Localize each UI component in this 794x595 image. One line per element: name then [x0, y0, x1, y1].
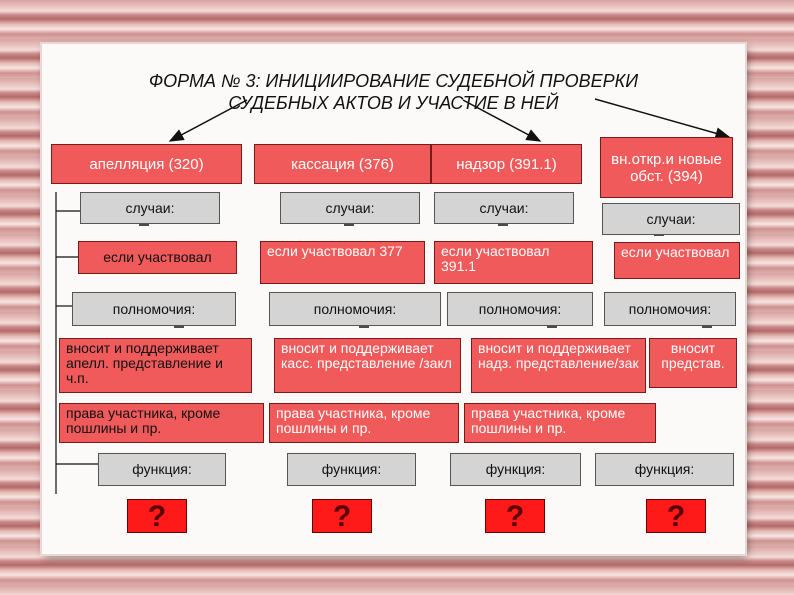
function-new-circumstances: функция:: [595, 453, 734, 486]
participant-new-circumstances: если участвовал: [614, 242, 740, 279]
action-supervision: вносит и поддерживает надз. представлени…: [471, 338, 646, 393]
cases-supervision: случаи:: [434, 192, 574, 224]
powers-supervision: полномочия:: [447, 292, 593, 326]
arrow-to-new-circumstances: [594, 98, 731, 140]
rights-cassation: права участника, кроме пошлины и пр.: [269, 403, 459, 443]
powers-cassation: полномочия:: [269, 292, 441, 326]
header-supervision: надзор (391.1): [431, 144, 582, 184]
question-appeal: ?: [127, 499, 187, 533]
function-appeal: функция:: [98, 453, 226, 486]
powers-appeal: полномочия:: [72, 292, 236, 326]
rights-supervision: права участника, кроме пошлины и пр.: [464, 403, 656, 443]
arrow-to-supervision: [462, 99, 542, 142]
function-supervision: функция:: [450, 453, 581, 486]
cases-new-circumstances: случаи:: [602, 203, 740, 235]
title-line-1: ФОРМА № 3: ИНИЦИИРОВАНИЕ СУДЕБНОЙ ПРОВЕР…: [148, 71, 639, 91]
header-cassation: кассация (376): [254, 144, 431, 184]
powers-new-circumstances: полномочия:: [604, 292, 736, 326]
cases-cassation: случаи:: [280, 192, 420, 224]
cases-appeal: случаи:: [80, 192, 220, 224]
action-new-circumstances: вносит представ.: [649, 338, 737, 388]
header-new-circumstances: вн.откр.и новые обст. (394): [600, 137, 733, 198]
function-cassation: функция:: [287, 453, 416, 486]
question-supervision: ?: [485, 499, 545, 533]
title-line-2: СУДЕБНЫХ АКТОВ И УЧАСТИЕ В НЕЙ: [228, 93, 559, 113]
arrow-to-appeal: [168, 99, 248, 142]
header-appeal: апелляция (320): [51, 144, 242, 184]
slide: ФОРМА № 3: ИНИЦИИРОВАНИЕ СУДЕБНОЙ ПРОВЕР…: [42, 44, 745, 554]
action-appeal: вносит и поддерживает апелл. представлен…: [59, 338, 252, 393]
rights-appeal: права участника, кроме пошлины и пр.: [59, 403, 264, 443]
participant-cassation: если участвовал 377: [260, 241, 425, 284]
page-title: ФОРМА № 3: ИНИЦИИРОВАНИЕ СУДЕБНОЙ ПРОВЕР…: [42, 70, 745, 114]
question-new-circumstances: ?: [646, 499, 706, 533]
action-cassation: вносит и поддерживает касс. представлени…: [274, 338, 461, 393]
question-cassation: ?: [312, 499, 372, 533]
connector-lines: [55, 98, 731, 494]
participant-supervision: если участвовал 391.1: [434, 241, 593, 284]
participant-appeal: если участвовал: [78, 241, 237, 274]
